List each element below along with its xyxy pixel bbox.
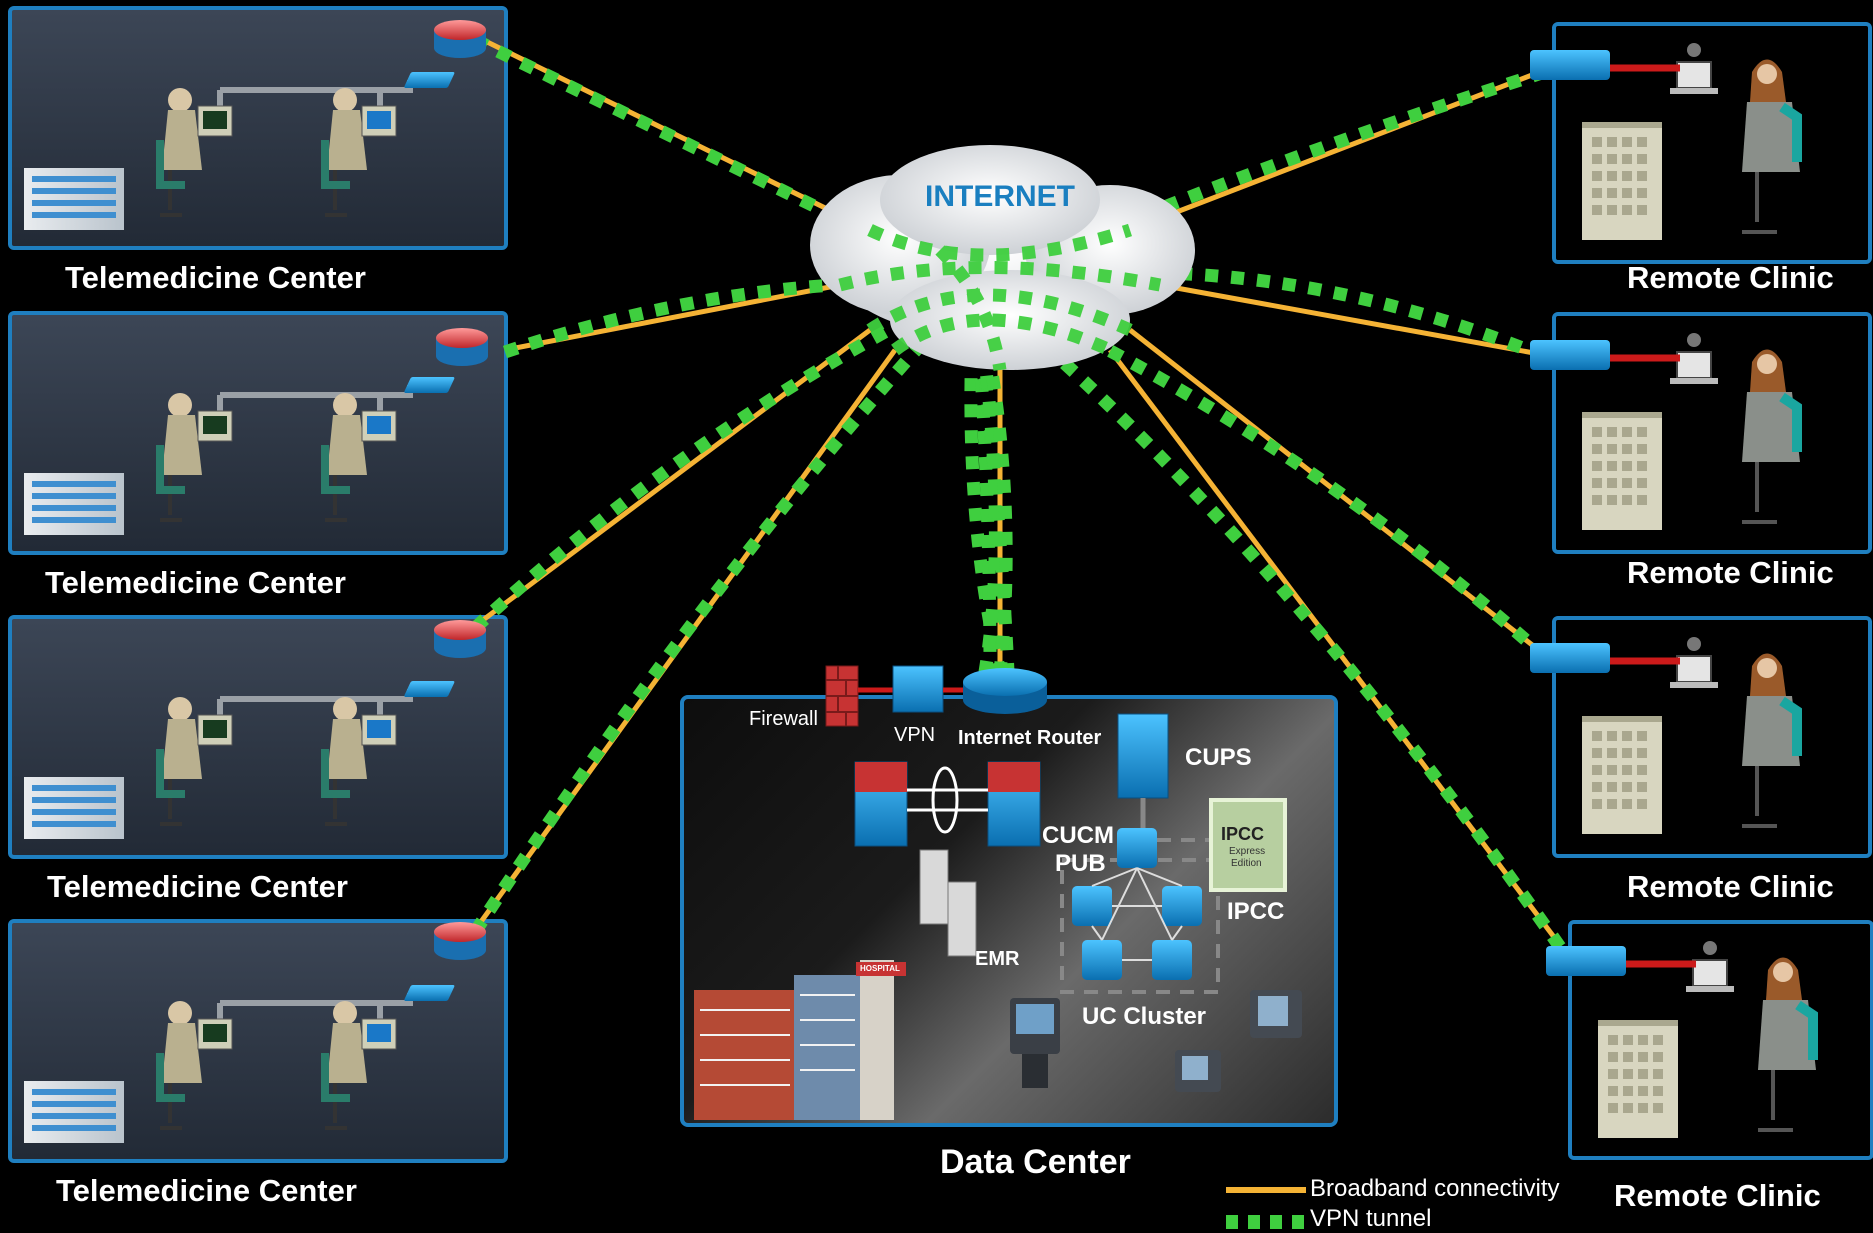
hospital-sign: HOSPITAL bbox=[860, 964, 900, 973]
internet-router-label: Internet Router bbox=[958, 727, 1102, 749]
vpn-label: VPN bbox=[894, 724, 936, 746]
cups-label: CUPS bbox=[1185, 744, 1252, 771]
data-center-devices bbox=[694, 665, 1302, 1120]
ipcc-card-sub2: Edition bbox=[1231, 858, 1262, 869]
remote-clinic-label-1: Remote Clinic bbox=[1627, 260, 1834, 295]
remote-clinic-label-3: Remote Clinic bbox=[1627, 869, 1834, 904]
ipcc-label: IPCC bbox=[1227, 898, 1285, 925]
remote-clinic-label-2: Remote Clinic bbox=[1627, 555, 1834, 590]
firewall-label: Firewall bbox=[749, 708, 818, 730]
telemedicine-center-label-2: Telemedicine Center bbox=[45, 565, 346, 600]
legend-broadband-label: Broadband connectivity bbox=[1310, 1175, 1560, 1202]
legend-vpn-label: VPN tunnel bbox=[1310, 1205, 1432, 1232]
remote-clinic-label-4: Remote Clinic bbox=[1614, 1178, 1821, 1213]
cucm-label-line2: PUB bbox=[1055, 850, 1106, 877]
internet-cloud-label: INTERNET bbox=[925, 180, 1075, 213]
ipcc-card-sub1: Express bbox=[1229, 846, 1266, 857]
emr-label: EMR bbox=[975, 948, 1020, 970]
uc-cluster-label: UC Cluster bbox=[1082, 1003, 1207, 1030]
telemedicine-routers bbox=[434, 20, 488, 960]
cucm-label-line1: CUCM bbox=[1042, 822, 1114, 849]
telemedicine-center-label-4: Telemedicine Center bbox=[56, 1173, 357, 1208]
telemedicine-center-label-1: Telemedicine Center bbox=[65, 260, 366, 295]
telemedicine-center-label-3: Telemedicine Center bbox=[47, 869, 348, 904]
ipcc-card-title: IPCC bbox=[1221, 824, 1265, 844]
remote-clinic-modems bbox=[1530, 50, 1696, 976]
data-center-label: Data Center bbox=[940, 1143, 1131, 1181]
